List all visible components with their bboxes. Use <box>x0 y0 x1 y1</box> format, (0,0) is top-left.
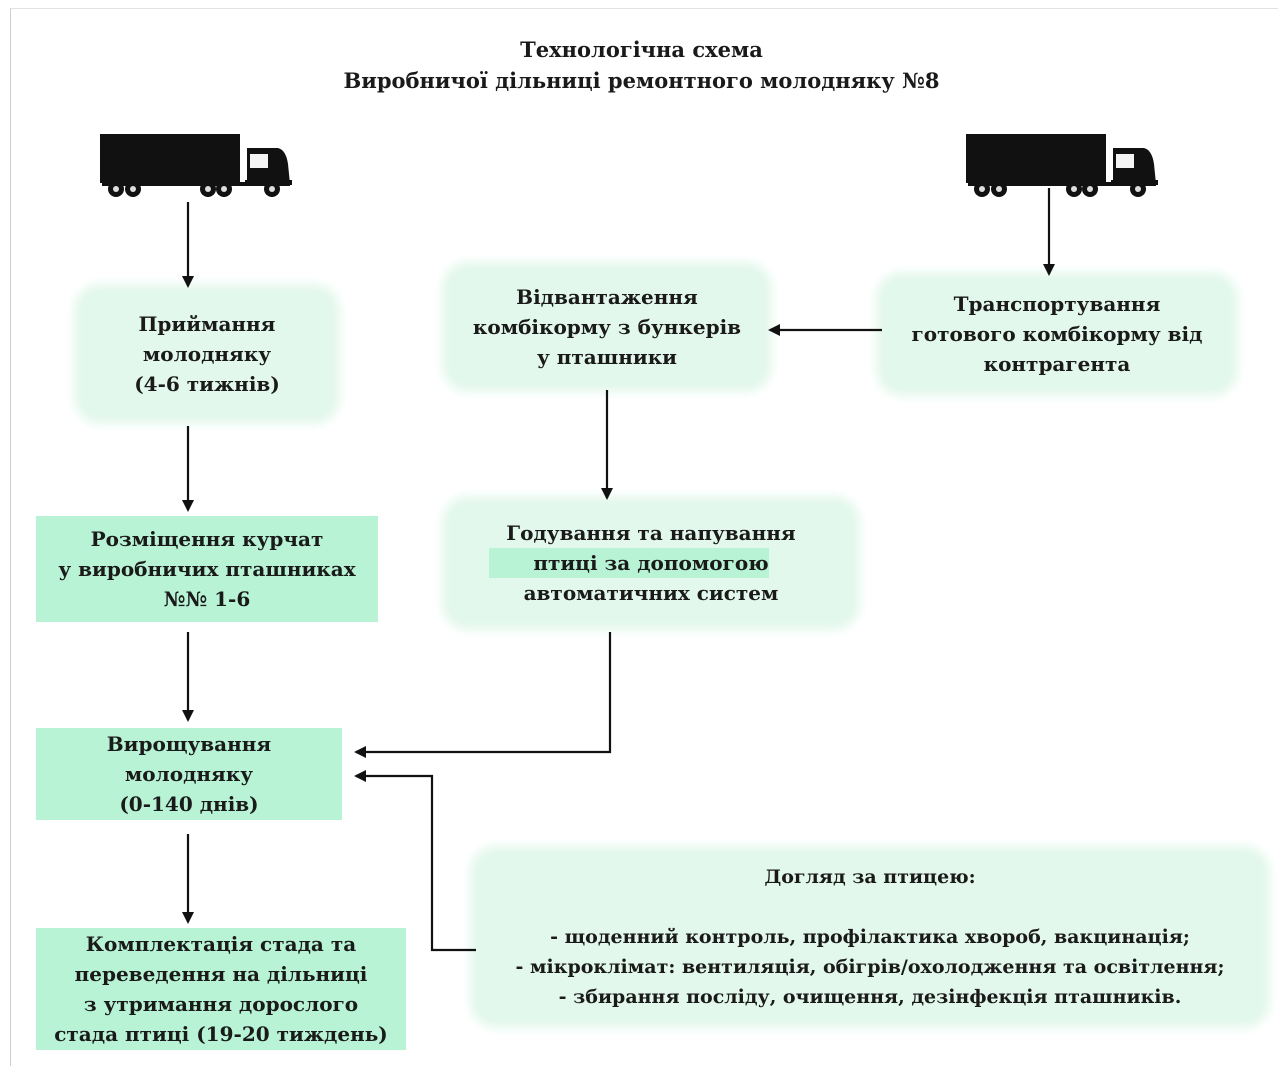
completion-line-2: переведення на дільниці <box>74 962 368 986</box>
title-line-2: Виробничої дільниці ремонтного молодняку… <box>343 68 940 93</box>
feeding-line-3: автоматичних систем <box>523 581 779 605</box>
completion-line-3: з утримання дорослого <box>83 992 359 1016</box>
transport-line-2: готового комбікорму від <box>911 322 1203 346</box>
completion-box: Комплектація стада та переведення на діл… <box>36 928 406 1050</box>
growing-line-1: Вирощування <box>106 732 272 756</box>
growing-line-2: молодняку <box>124 762 254 786</box>
unloading-line-1: Відвантаження <box>516 285 698 309</box>
unloading-line-3: у пташники <box>537 345 677 369</box>
unloading-line-2: комбікорму з бункерів <box>472 315 742 339</box>
feeding-line-1: Годування та напування <box>506 521 796 545</box>
placement-line-1: Розміщення курчат <box>90 527 324 551</box>
placement-box: Розміщення курчат у виробничих пташниках… <box>36 516 378 622</box>
completion-line-1: Комплектація стада та <box>85 932 357 956</box>
growing-box: Вирощування молодняку (0-140 днів) <box>36 728 342 820</box>
transport-box: Транспортування готового комбікорму від … <box>884 280 1230 388</box>
transport-line-1: Транспортування <box>953 292 1161 316</box>
receiving-line-2: молодняку <box>142 342 272 366</box>
diagram-title: Технологічна схема Виробничої дільниці р… <box>0 34 1283 96</box>
diagram-frame <box>10 8 1278 1066</box>
arrow-care-to-growing <box>354 770 476 952</box>
care-item-1: - щоденний контроль, профілактика хвороб… <box>550 926 1190 948</box>
unloading-box: Відвантаження комбікорму з бункерів у пт… <box>450 270 764 384</box>
feeding-line-2: птиці за допомогою <box>489 548 769 578</box>
arrow-feeding-to-growing <box>354 632 612 758</box>
receiving-box: Приймання молодняку (4-6 тижнів) <box>82 292 332 416</box>
feeding-box: Годування та напування птиці за допомого… <box>450 504 852 622</box>
care-item-3: - збирання посліду, очищення, дезінфекці… <box>558 986 1182 1008</box>
care-item-2: - мікроклімат: вентиляція, обігрів/охоло… <box>515 956 1225 978</box>
receiving-line-1: Приймання <box>138 312 276 336</box>
placement-line-3: №№ 1-6 <box>163 587 251 611</box>
title-line-1: Технологічна схема <box>520 37 763 62</box>
placement-line-2: у виробничих пташниках <box>58 557 356 581</box>
receiving-line-3: (4-6 тижнів) <box>134 372 280 396</box>
growing-line-3: (0-140 днів) <box>119 792 259 816</box>
completion-line-4: стада птиці (19-20 тиждень) <box>54 1022 388 1046</box>
care-title: Догляд за птицею: <box>764 866 976 888</box>
transport-line-3: контрагента <box>983 352 1131 376</box>
care-box: Догляд за птицею: - щоденний контроль, п… <box>478 854 1262 1020</box>
